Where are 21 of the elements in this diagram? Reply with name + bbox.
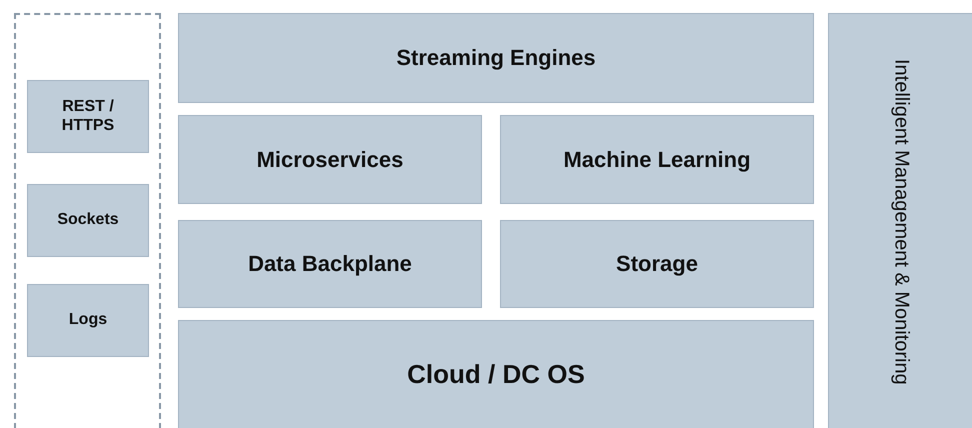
dashed-group-box [14, 13, 161, 428]
layer-box [27, 284, 149, 357]
layer-label: Data Backplane [248, 251, 412, 277]
layer-box [500, 220, 814, 308]
layer-box [178, 13, 814, 103]
layer-label: Microservices [256, 146, 404, 172]
layer-box [178, 220, 482, 308]
layer-box [828, 13, 972, 428]
layer-box [500, 115, 814, 204]
layer-label: Logs [68, 311, 108, 330]
layer-label: Streaming Engines [396, 45, 596, 71]
layer-box [27, 184, 149, 257]
layer-label: Storage [616, 251, 698, 277]
layer-label: Cloud / DC OS [407, 360, 585, 390]
layer-label: Sockets [57, 211, 119, 230]
layer-box [27, 80, 149, 153]
layer-label: Intelligent Management & Monitoring [890, 58, 912, 384]
layer-label: REST / HTTPS [60, 98, 116, 135]
layer-box [178, 115, 482, 204]
layer-box [178, 320, 814, 428]
layer-label: Machine Learning [563, 146, 751, 172]
